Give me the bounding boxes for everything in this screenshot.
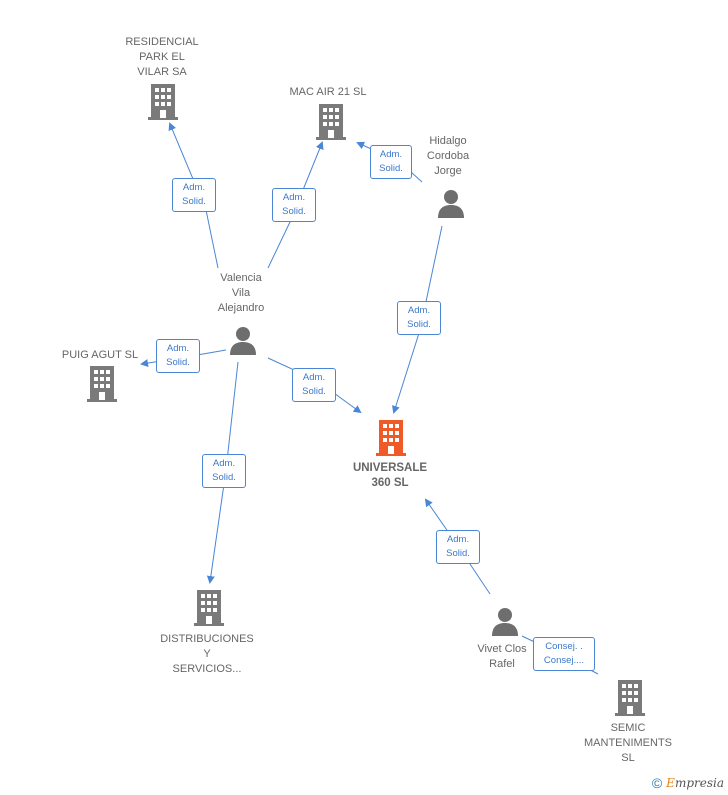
edge-label-valencia-macair[interactable]: Adm. Solid. (272, 188, 316, 222)
node-label-valencia[interactable]: Valencia Vila Alejandro (217, 272, 265, 314)
edge-valencia-macair (267, 141, 324, 269)
building-icon-main[interactable] (376, 420, 406, 456)
building-icon[interactable] (316, 104, 346, 140)
person-icon[interactable] (228, 325, 258, 355)
footer-brand: © Empresia (652, 775, 724, 791)
building-icon[interactable] (194, 590, 224, 626)
person-icon[interactable] (490, 606, 520, 636)
empresia-logo[interactable]: Empresia (666, 776, 724, 790)
edge-label-hidalgo-universale[interactable]: Adm. Solid. (397, 301, 441, 335)
edge-label-valencia-universale[interactable]: Adm. Solid. (292, 368, 336, 402)
building-icon[interactable] (87, 366, 117, 402)
edge-label-valencia-residencial[interactable]: Adm. Solid. (172, 178, 216, 212)
edge-label-vivet-semic[interactable]: Consej. . Consej.... (533, 637, 595, 671)
node-label-hidalgo[interactable]: Hidalgo Cordoba Jorge (426, 135, 470, 177)
edge-label-valencia-puigagut[interactable]: Adm. Solid. (156, 339, 200, 373)
edge-label-hidalgo-macair[interactable]: Adm. Solid. (370, 145, 412, 179)
node-label-distribuciones[interactable]: DISTRIBUCIONES Y SERVICIOS... (160, 633, 254, 675)
node-label-universale[interactable]: UNIVERSALE 360 SL (352, 462, 428, 489)
copyright-icon: © (651, 775, 663, 791)
edge-label-vivet-universale[interactable]: Adm. Solid. (436, 530, 480, 564)
node-label-macair[interactable]: MAC AIR 21 SL (289, 86, 367, 98)
person-icon[interactable] (436, 188, 466, 218)
building-icon[interactable] (148, 84, 178, 120)
node-label-vivet[interactable]: Vivet Clos Rafel (477, 643, 527, 670)
node-label-puigagut[interactable]: PUIG AGUT SL (61, 349, 139, 361)
building-icon[interactable] (615, 680, 645, 716)
edge-label-valencia-distribuciones[interactable]: Adm. Solid. (202, 454, 246, 488)
node-label-residencial[interactable]: RESIDENCIAL PARK EL VILAR SA (125, 36, 199, 78)
node-label-semic[interactable]: SEMIC MANTENIMENTS SL (584, 722, 672, 764)
